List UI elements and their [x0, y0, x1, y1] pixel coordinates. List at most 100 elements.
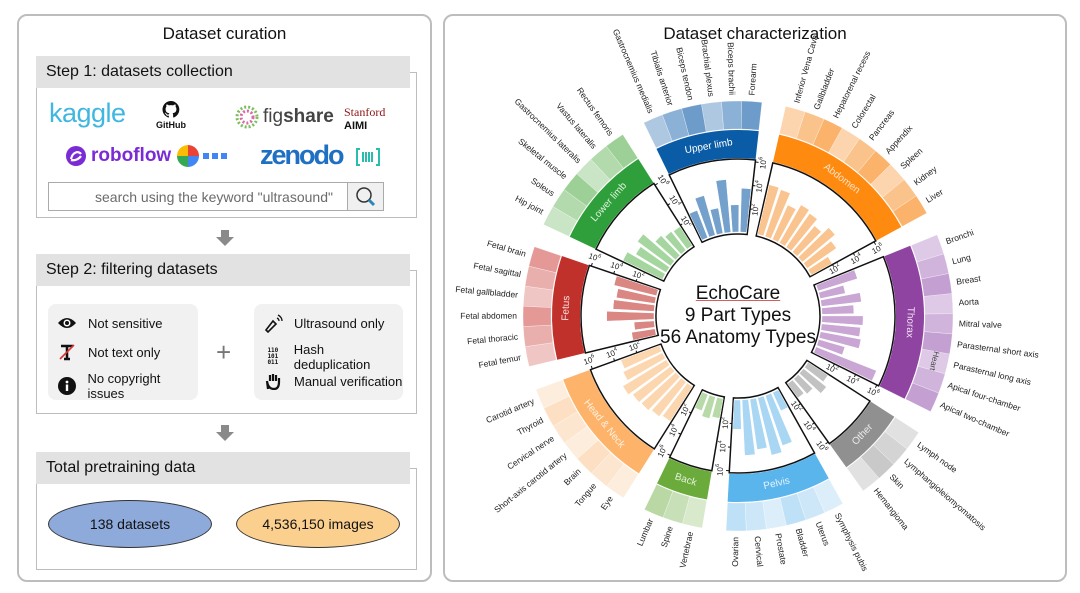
axis-tick [590, 365, 593, 370]
axis-tick [654, 182, 658, 186]
group-band-fetus [552, 256, 589, 360]
zenodo-logo: zenodo [260, 140, 344, 170]
group-label: Thorax [904, 307, 916, 339]
axis-tick [852, 252, 856, 256]
group-band-thorax [879, 245, 925, 399]
bar [620, 345, 663, 369]
criterion-label: Not text only [88, 344, 161, 360]
anatomy-label: Spine [659, 525, 675, 549]
anatomy-label: Thyroid [515, 415, 545, 437]
anatomy-label: Prostate [773, 532, 789, 565]
group-label: Fetus [560, 295, 572, 320]
bar [764, 189, 791, 240]
bar [820, 323, 861, 337]
search-button[interactable] [347, 183, 383, 210]
tick-exponent: 6 [715, 464, 721, 467]
criterion-not-text-only: Not text only [56, 342, 160, 362]
anatomy-label: Biceps brachii [726, 42, 738, 95]
bar [787, 379, 805, 399]
github-icon [162, 101, 180, 118]
ultrasound-probe-icon [262, 313, 284, 333]
axis-tick [825, 441, 829, 445]
figshare-fig: fig [263, 106, 284, 127]
axis-tick-label: 106 [715, 464, 725, 476]
bar [749, 397, 768, 450]
anatomy-label: Uterus [814, 520, 832, 547]
axis-tick-label: 106 [870, 242, 885, 256]
item-cell [606, 134, 639, 169]
google-dataset-search-logo [176, 144, 228, 173]
bar [815, 269, 858, 292]
axis-tick [635, 350, 638, 353]
anatomy-label: Bladder [794, 527, 812, 558]
anatomy-label: Eye [598, 494, 615, 512]
bar [612, 299, 655, 312]
group-band-other [829, 401, 895, 468]
bar [818, 284, 846, 299]
item-cell [725, 502, 747, 532]
bar [785, 213, 818, 252]
bar [821, 315, 864, 326]
axis-tick-label: 102 [627, 340, 642, 353]
axis-tick-label: 106 [655, 444, 669, 459]
bar [673, 226, 693, 250]
criterion-not-sensitive: Not sensitive [56, 313, 162, 333]
axis-tick-label: 106 [587, 251, 601, 264]
anatomy-label: Bronchi [944, 227, 975, 246]
group-band-abdomen [773, 134, 902, 241]
criterion-no-copyright: No copyright issues [56, 371, 198, 401]
anatomy-label: Colorectal [849, 92, 878, 130]
bar [732, 399, 742, 430]
datasets-count: 138 datasets [48, 500, 212, 548]
axis-tick [798, 403, 801, 406]
bar [616, 288, 657, 304]
tick-exponent: 2 [834, 366, 839, 373]
anatomy-label: Parasternal long axis [952, 360, 1032, 387]
stanford-label: Stanford [344, 105, 386, 119]
criterion-label: Ultrasound only [294, 315, 385, 331]
bar [792, 225, 822, 257]
tick-exponent: 6 [664, 180, 671, 186]
tick-exponent: 2 [687, 222, 694, 228]
images-count: 4,536,150 images [236, 500, 400, 548]
bar-frame-other [784, 359, 872, 445]
tick-exponent: 4 [810, 426, 817, 432]
plus-sign: + [216, 337, 232, 367]
bar [820, 292, 862, 307]
anatomy-label: Lumbar [635, 517, 656, 548]
tick-exponent: 4 [755, 180, 761, 184]
anatomy-label: Cervical [753, 536, 766, 568]
anatomy-label: Hip joint [514, 193, 546, 217]
axis-tick [832, 363, 835, 367]
tick-exponent: 2 [636, 340, 641, 347]
item-cell [644, 484, 674, 518]
step2-header: Step 2: filtering datasets [36, 254, 410, 286]
bar [757, 395, 783, 456]
bar [622, 359, 671, 395]
tick-exponent: 2 [797, 406, 804, 412]
item-cell [923, 293, 954, 315]
axis-tick-label: 106 [582, 354, 597, 367]
bar [741, 399, 756, 456]
bar [813, 346, 877, 382]
anatomy-label: Gallbladder [811, 67, 836, 111]
tick-exponent: 6 [878, 242, 884, 249]
anatomy-label: Parasternal short axis [957, 339, 1040, 360]
anatomy-label: Fetal femur [478, 352, 522, 370]
sub-group-label: Heart [928, 350, 941, 372]
bar [757, 184, 780, 237]
bar [662, 382, 693, 422]
tick-exponent: 4 [855, 377, 860, 384]
bar [709, 207, 724, 236]
anatomy-label: Spleen [898, 146, 925, 171]
bar [694, 195, 716, 238]
group-band-lower-limb [569, 158, 654, 249]
center-part-types: 9 Part Types [684, 305, 792, 326]
search-input[interactable]: search using the keyword "ultrasound" [48, 182, 384, 211]
tick-exponent: 2 [751, 203, 757, 207]
tick-exponent: 2 [682, 402, 689, 407]
tick-exponent: 6 [659, 444, 666, 449]
anatomy-label: Fetal abdomen [460, 311, 517, 321]
item-cell [525, 342, 557, 367]
github-logo: GitHub [154, 101, 188, 130]
